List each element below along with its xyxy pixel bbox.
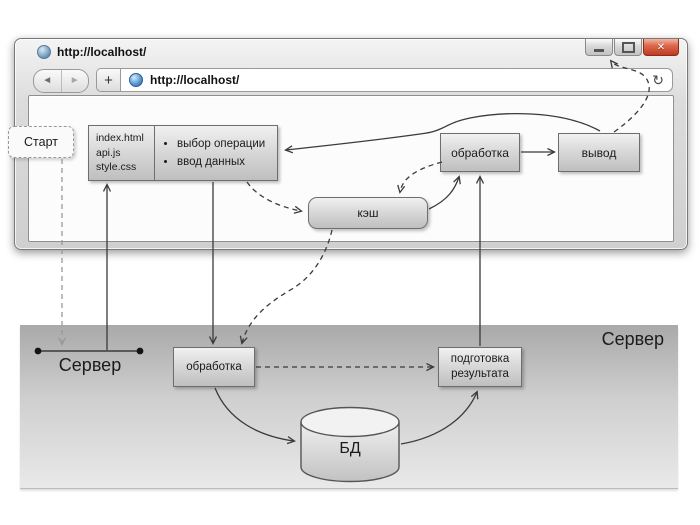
node-output: вывод <box>558 133 640 172</box>
database-label: БД <box>339 440 361 457</box>
file-item: api.js <box>96 146 121 159</box>
menu-item: ввод данных <box>177 153 265 171</box>
nav-buttons: ◄ ► <box>33 69 89 93</box>
server-processing-label: обработка <box>186 361 242 373</box>
node-start: Старт <box>8 126 74 158</box>
window-title: http://localhost/ <box>57 45 147 59</box>
address-group: + http://localhost/ ↻ <box>96 68 673 92</box>
output-label: вывод <box>581 145 617 160</box>
globe-icon <box>129 73 143 87</box>
files-list: index.html api.js style.css <box>89 126 155 180</box>
client-processing-label: обработка <box>451 145 509 160</box>
titlebar: http://localhost/ ✕ <box>15 39 687 63</box>
node-files-menu: index.html api.js style.css выбор операц… <box>88 125 278 181</box>
minimize-button[interactable] <box>585 39 613 56</box>
new-tab-button[interactable]: + <box>96 68 120 92</box>
start-label: Старт <box>24 135 58 149</box>
node-server-processing: обработка <box>173 347 255 387</box>
menu-list: выбор операции ввод данных <box>155 126 277 180</box>
file-item: style.css <box>96 161 137 174</box>
server-lifeline-label: Сервер <box>58 355 122 375</box>
site-icon <box>37 45 51 59</box>
forward-button[interactable]: ► <box>69 75 80 86</box>
node-client-processing: обработка <box>440 133 520 172</box>
server-zone-label: Сервер <box>601 329 664 349</box>
node-cache: кэш <box>308 197 428 229</box>
node-prepare-result: подготовка результата <box>438 347 522 387</box>
address-text: http://localhost/ <box>150 73 240 87</box>
close-button[interactable]: ✕ <box>643 39 679 56</box>
maximize-button[interactable] <box>614 39 642 56</box>
menu-item: выбор операции <box>177 135 265 153</box>
maximize-icon <box>621 41 635 53</box>
node-database: БД <box>300 406 400 484</box>
refresh-button[interactable]: ↻ <box>652 72 664 88</box>
database-icon <box>300 406 400 483</box>
window-controls: ✕ <box>585 39 679 56</box>
file-item: index.html <box>96 132 144 144</box>
back-button[interactable]: ◄ <box>34 70 62 92</box>
address-bar[interactable]: http://localhost/ ↻ <box>120 68 673 92</box>
close-icon: ✕ <box>656 41 666 53</box>
browser-toolbar: ◄ ► + http://localhost/ ↻ <box>15 65 687 95</box>
cache-label: кэш <box>357 206 379 220</box>
prepare-result-label: подготовка результата <box>450 353 510 380</box>
minimize-icon <box>594 48 604 52</box>
